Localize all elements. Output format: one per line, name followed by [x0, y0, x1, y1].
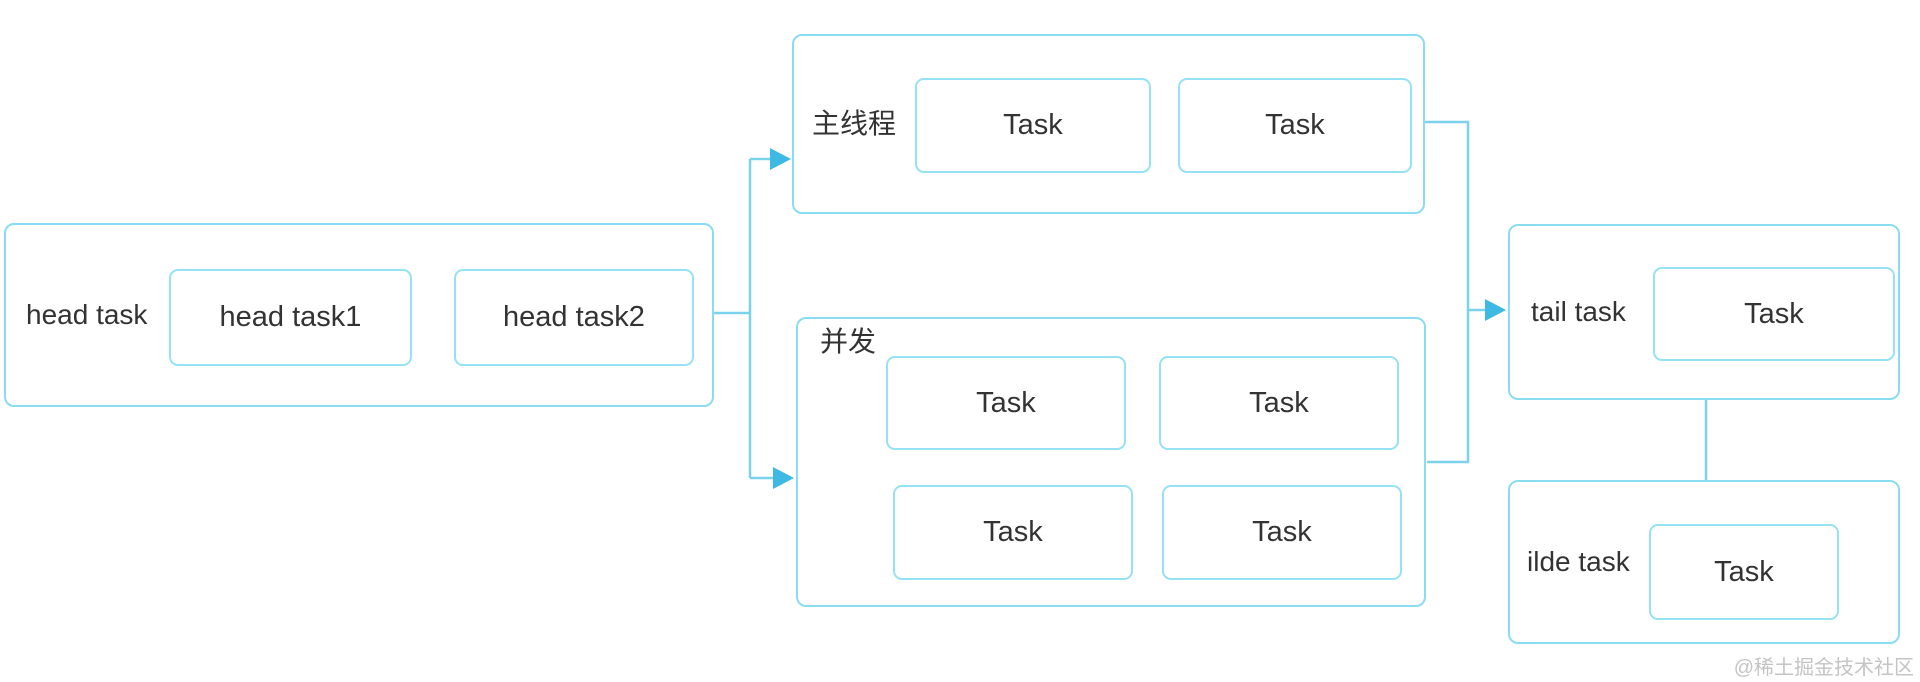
concurrent-group-label: 并发 — [820, 326, 877, 357]
concurrent-task1-box: Task — [886, 356, 1126, 450]
head-task-group-label: head task — [26, 299, 148, 330]
concurrent-task3-label: Task — [983, 516, 1043, 548]
merge-connector-to-tail — [1424, 120, 1506, 464]
concurrent-task1-label: Task — [976, 386, 1036, 419]
head-task2-label: head task2 — [503, 301, 645, 333]
concurrent-task2-label: Task — [1249, 386, 1309, 419]
idle-task-box-label: Task — [1714, 555, 1774, 588]
idle-task-group: ilde task Task — [1508, 480, 1900, 644]
main-thread-task2-box: Task — [1178, 78, 1412, 173]
main-thread-group: 主线程 Task Task — [792, 34, 1425, 214]
concurrent-task2-box: Task — [1159, 356, 1399, 450]
main-thread-task1-box: Task — [915, 78, 1151, 173]
concurrent-task4-label: Task — [1252, 516, 1312, 548]
tail-task-group: tail task Task — [1508, 224, 1900, 400]
tail-task-group-label: tail task — [1531, 296, 1626, 327]
idle-task-box: Task — [1649, 524, 1839, 620]
concurrent-task3-box: Task — [893, 485, 1133, 580]
tail-task-box: Task — [1653, 267, 1895, 361]
tail-task-box-label: Task — [1744, 297, 1804, 330]
idle-task-group-label: ilde task — [1527, 546, 1630, 577]
head-task-group: head task head task1 head task2 — [4, 223, 714, 407]
head-task1-label: head task1 — [219, 301, 362, 333]
main-thread-group-label: 主线程 — [812, 108, 897, 139]
watermark-text: @稀土掘金技术社区 — [1733, 657, 1914, 679]
branch-connector-head-to-threads — [714, 148, 794, 489]
head-task2-box: head task2 — [454, 269, 694, 366]
head-task1-box: head task1 — [169, 269, 412, 366]
concurrent-group: 并发 Task Task Task Task — [796, 317, 1426, 607]
main-thread-task1-label: Task — [1003, 109, 1063, 141]
main-thread-task2-label: Task — [1265, 109, 1325, 141]
concurrent-task4-box: Task — [1162, 485, 1402, 580]
